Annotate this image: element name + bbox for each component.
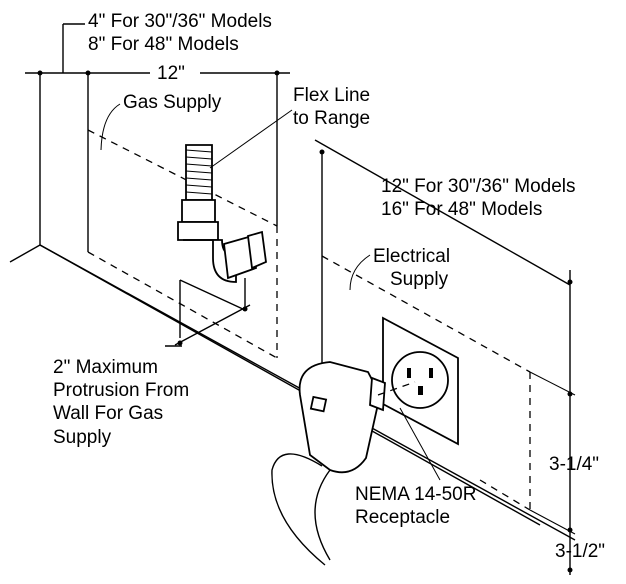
gas-width-dimension [87,70,290,252]
elec-floor-label: 3-1/2" [555,541,605,562]
protrusion-label-1: 2" Maximum [53,357,158,378]
gas-valve [177,144,267,338]
gas-offset-label-2: 8" For 48" Models [88,34,239,55]
gas-offset-dimension [25,23,91,76]
protrusion-label-2: Protrusion From [53,380,189,401]
gas-supply-label: Gas Supply [123,92,222,113]
nema-receptacle [382,316,459,446]
flex-line-label-1: Flex Line [293,85,370,106]
nema-label-1: NEMA 14-50R [355,484,476,505]
protrusion-label-4: Supply [53,427,112,448]
elec-height-label: 3-1/4" [549,454,599,475]
wall-structure [9,73,576,541]
electrical-label-1: Electrical [373,246,450,267]
gas-supply-area [87,103,278,359]
elec-offset-label-2: 16" For 48" Models [381,199,542,220]
protrusion-label-3: Wall For Gas [53,403,163,424]
protrusion-dimension [165,304,251,347]
flex-line-leader [209,109,293,169]
electrical-supply-area [321,254,576,535]
nema-leader [399,407,441,481]
gas-width-label: 12" [157,63,185,84]
nema-label-2: Receptacle [355,507,450,528]
elec-offset-label-1: 12" For 30"/36" Models [381,176,576,197]
gas-offset-label-1: 4" For 30"/36" Models [88,11,272,32]
flex-line-label-2: to Range [293,108,370,129]
labels: 4" For 30"/36" Models 8" For 48" Models … [53,11,605,562]
power-plug [271,361,416,566]
electrical-label-2: Supply [390,269,449,290]
